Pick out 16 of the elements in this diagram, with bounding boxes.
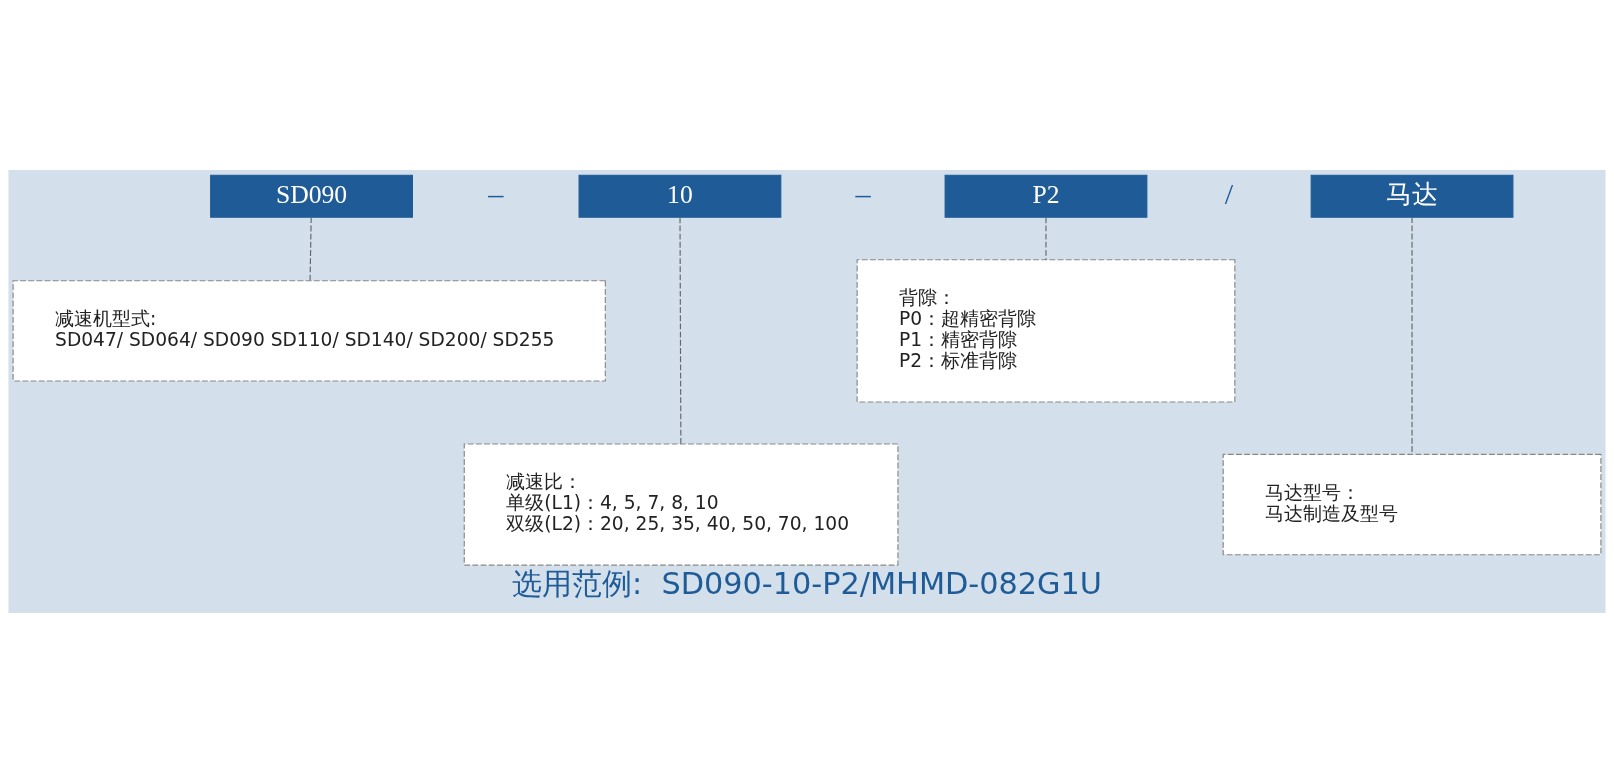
- connector: [1411, 216, 1413, 455]
- caption: 选用范例: SD090-10-P2/MHMD-082G1U: [511, 565, 1103, 601]
- label: /: [1224, 176, 1234, 211]
- node-box: 背隙： P0：超精密背隙 P1：精密背隙 P2：标准背隙: [856, 258, 1236, 403]
- node-box: 减速机型式: SD047/ SD064/ SD090 SD110/ SD140/ SD200/ SD255: [12, 279, 606, 382]
- connector: [679, 216, 682, 444]
- connector: [309, 216, 312, 281]
- node-box: 马达: [1310, 174, 1514, 218]
- node-box: 马达型号： 马达制造及型号: [1222, 453, 1602, 555]
- node-box: P2: [944, 174, 1148, 218]
- connector: [1045, 216, 1047, 260]
- node-box: SD090: [210, 174, 413, 218]
- label: –: [488, 176, 504, 211]
- node-box: 10: [578, 174, 782, 218]
- label: –: [855, 176, 871, 211]
- node-box: 减速比： 单级(L1)：4, 5, 7, 8, 10 双级(L2)：20, 25, 35, 40, 50, 70, 100: [463, 442, 899, 566]
